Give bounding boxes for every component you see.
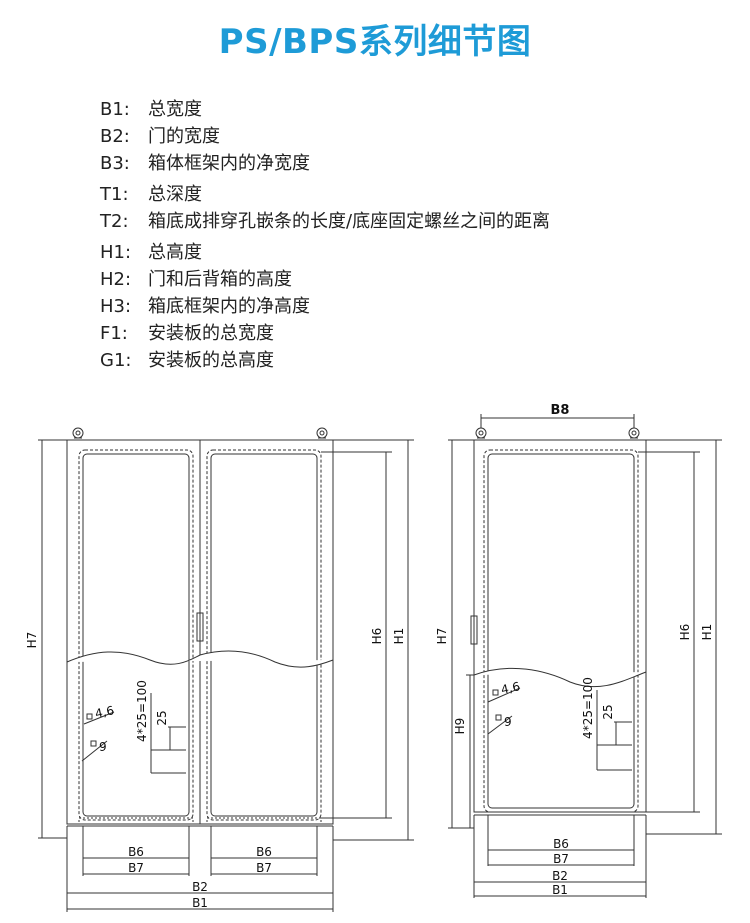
hole-label-9: 9 bbox=[99, 740, 107, 754]
dim-label-h7: H7 bbox=[435, 628, 449, 645]
legend-row-t1: T1: 总深度 bbox=[100, 181, 568, 208]
left-cabinet-drawing bbox=[38, 427, 414, 912]
left-door-frame bbox=[78, 449, 194, 821]
dim-label-b1: B1 bbox=[192, 896, 208, 910]
page-title: PS/BPS系列细节图 bbox=[218, 22, 532, 62]
dim-label-b2: B2 bbox=[552, 869, 568, 883]
dim-label-b6: B6 bbox=[553, 837, 569, 851]
legend-row-f1: F1: 安装板的总宽度 bbox=[100, 320, 568, 347]
dim-label-h6: H6 bbox=[370, 628, 384, 645]
lifting-eye-icon bbox=[72, 427, 84, 439]
cabinet-outline bbox=[473, 439, 647, 813]
legend-code: B2: bbox=[100, 126, 130, 147]
pitch-label: 4*25=100 bbox=[135, 680, 149, 742]
legend-code: F1: bbox=[100, 323, 128, 344]
dim-label-h6: H6 bbox=[678, 624, 692, 641]
dim-label-h1: H1 bbox=[392, 628, 406, 645]
dim-label-b7-left: B7 bbox=[128, 861, 144, 875]
legend-text: 总深度 bbox=[148, 184, 202, 205]
legend-code: H1: bbox=[100, 242, 132, 263]
legend-code: T2: bbox=[100, 211, 129, 232]
legend-code: G1: bbox=[100, 350, 132, 371]
lifting-eye-icon bbox=[628, 427, 640, 439]
door-frame bbox=[483, 449, 639, 813]
dim-label-b2: B2 bbox=[192, 880, 208, 894]
legend-text: 安装板的总高度 bbox=[148, 350, 274, 371]
door-handle-icon bbox=[470, 615, 478, 645]
pitch-25-label: 25 bbox=[601, 704, 615, 719]
right-cabinet-drawing bbox=[448, 414, 722, 898]
legend-code: B1: bbox=[100, 99, 130, 120]
legend-row-t2: T2: 箱底成排穿孔嵌条的长度/底座固定螺丝之间的距离 bbox=[100, 208, 568, 235]
pitch-25-label: 25 bbox=[155, 710, 169, 725]
hole-label-4-6: 4,6 bbox=[500, 679, 522, 697]
break-line bbox=[473, 667, 647, 688]
legend-text: 门的宽度 bbox=[148, 126, 220, 147]
dim-label-h9: H9 bbox=[453, 718, 467, 735]
legend-row-h1: H1: 总高度 bbox=[100, 239, 568, 266]
dim-label-b6-left: B6 bbox=[128, 845, 144, 859]
legend-row-h3: H3: 箱底框架内的净高度 bbox=[100, 293, 568, 320]
lifting-eye-icon bbox=[475, 427, 487, 439]
legend-text: 箱底框架内的净高度 bbox=[148, 296, 310, 317]
dim-label-b8: B8 bbox=[551, 403, 570, 418]
legend-text: 箱底成排穿孔嵌条的长度/底座固定螺丝之间的距离 bbox=[148, 211, 551, 232]
legend-code: B3: bbox=[100, 153, 130, 174]
legend-text: 总宽度 bbox=[148, 99, 202, 120]
dim-label-b7-right: B7 bbox=[256, 861, 272, 875]
legend-row-b1: B1: 总宽度 bbox=[100, 96, 568, 123]
pitch-label: 4*25=100 bbox=[581, 677, 595, 739]
legend-text: 门和后背箱的高度 bbox=[148, 269, 292, 290]
legend-row-b2: B2: 门的宽度 bbox=[100, 123, 568, 150]
legend-code: H2: bbox=[100, 269, 132, 290]
hole-label-4-6: 4,6 bbox=[94, 703, 116, 721]
dim-label-b1: B1 bbox=[552, 883, 568, 897]
lifting-eye-icon bbox=[316, 427, 328, 439]
door-handle-icon bbox=[196, 612, 204, 642]
break-line bbox=[66, 650, 334, 668]
legend-code: T1: bbox=[100, 184, 129, 205]
hole-label-9: 9 bbox=[504, 715, 512, 729]
right-door-frame bbox=[206, 449, 322, 821]
legend-code: H3: bbox=[100, 296, 132, 317]
dimension-legend: B1: 总宽度 B2: 门的宽度 B3: 箱体框架内的净宽度 T1: 总深度 T2: 箱底… bbox=[100, 96, 568, 374]
legend-row-b3: B3: 箱体框架内的净宽度 bbox=[100, 150, 568, 177]
dim-label-h1: H1 bbox=[700, 624, 714, 641]
legend-text: 箱体框架内的净宽度 bbox=[148, 153, 310, 174]
legend-row-g1: G1: 安装板的总高度 bbox=[100, 347, 568, 374]
dim-label-b6-right: B6 bbox=[256, 845, 272, 859]
legend-text: 总高度 bbox=[148, 242, 202, 263]
legend-row-h2: H2: 门和后背箱的高度 bbox=[100, 266, 568, 293]
legend-text: 安装板的总宽度 bbox=[148, 323, 274, 344]
dim-label-b7: B7 bbox=[553, 852, 569, 866]
dim-label-h7: H7 bbox=[25, 632, 39, 649]
